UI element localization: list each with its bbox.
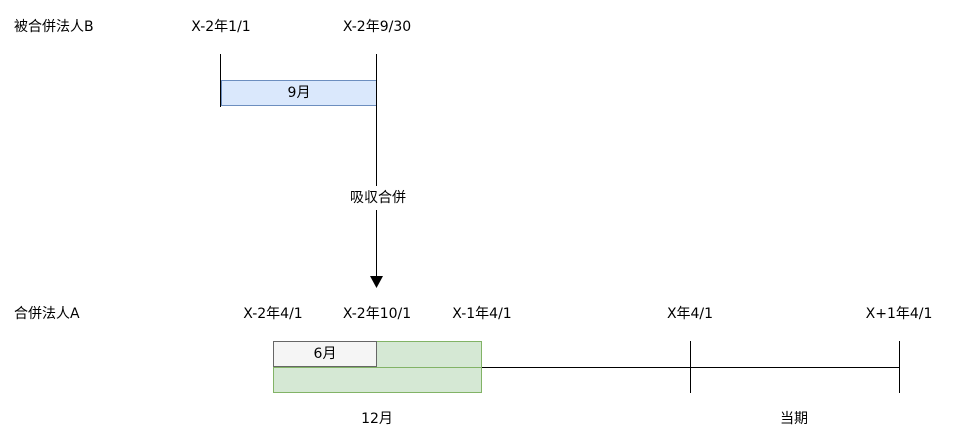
company-a-date-3: X-1年4/1 <box>452 306 512 322</box>
company-a-date-4: X年4/1 <box>666 306 714 322</box>
company-a-date-2: X-2年10/1 <box>342 306 412 322</box>
company-b-period-label: 9月 <box>287 85 311 101</box>
company-b-period-box: 9月 <box>221 80 377 106</box>
company-b-end-date: X-2年9/30 <box>342 19 412 35</box>
company-a-label: 合併法人A <box>14 306 80 322</box>
company-a-6month-box: 6月 <box>273 341 377 367</box>
company-a-box-divider <box>273 367 482 368</box>
merger-label: 吸収合併 <box>348 190 408 206</box>
company-b-label: 被合併法人B <box>14 19 94 35</box>
current-period-label: 当期 <box>780 411 808 427</box>
company-b-start-date: X-2年1/1 <box>191 19 251 35</box>
timeline-tick-x <box>690 341 691 393</box>
company-a-date-5: X+1年4/1 <box>865 306 933 322</box>
merger-arrow-line-bottom <box>376 210 377 280</box>
company-a-6month-label: 6月 <box>313 346 337 362</box>
timeline-tick-x-plus-1 <box>899 341 900 393</box>
arrow-head-icon <box>370 276 383 288</box>
company-a-timeline <box>482 367 900 368</box>
merger-arrow-line-top <box>376 54 377 186</box>
company-a-date-1: X-2年4/1 <box>243 306 303 322</box>
company-a-12month-label: 12月 <box>361 411 393 427</box>
company-b-start-tick <box>220 54 221 107</box>
